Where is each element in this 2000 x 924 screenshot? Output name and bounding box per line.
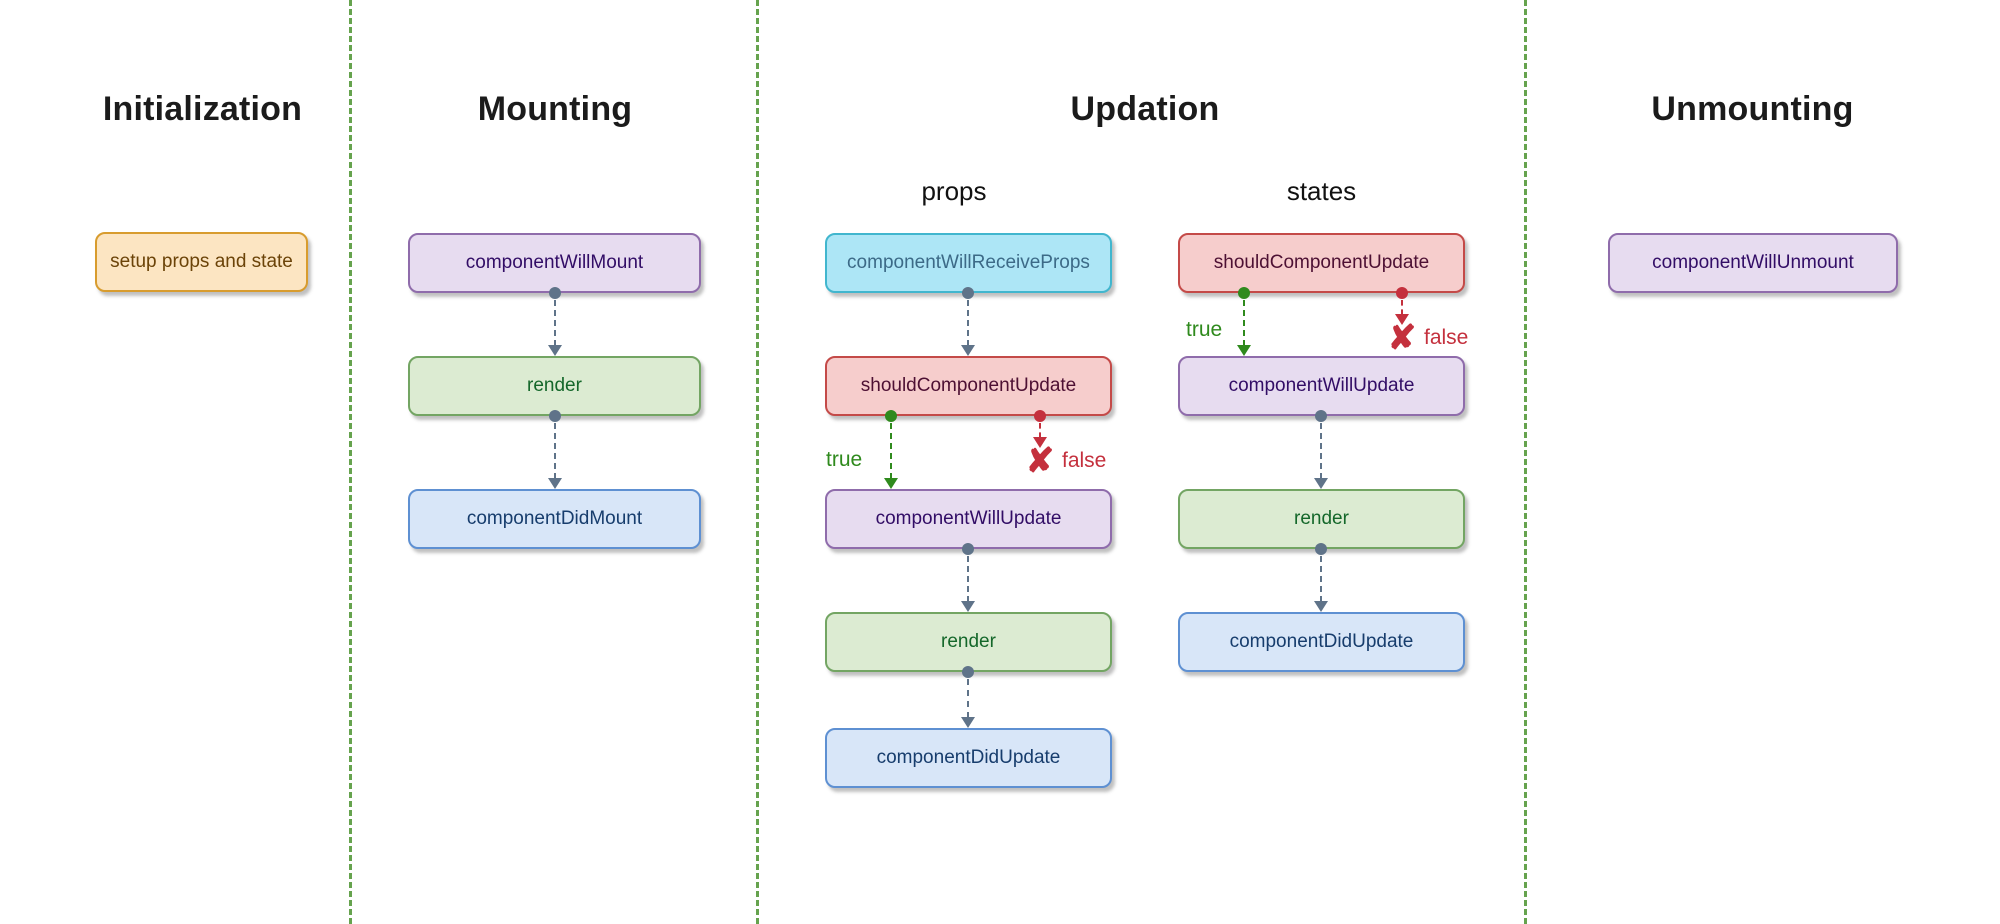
branch-label-false: false [1424, 326, 1469, 349]
arrow-head [1314, 478, 1328, 489]
arrow-dot [549, 287, 561, 299]
arrow-down-icon [960, 287, 976, 356]
arrow-head [884, 478, 898, 489]
node-component-did-mount: componentDidMount [408, 489, 701, 549]
node-label: componentDidUpdate [1229, 631, 1414, 652]
section-title-mounting: Mounting [477, 90, 633, 128]
arrow-dot [1396, 287, 1408, 299]
node-component-will-unmount: componentWillUnmount [1608, 233, 1898, 293]
subcolumn-heading-states: states [1286, 176, 1357, 206]
node-label: componentDidMount [466, 508, 643, 529]
section-divider [1524, 0, 1527, 924]
arrow-head [548, 478, 562, 489]
arrow-down-icon [1313, 543, 1329, 612]
arrow-line [554, 300, 556, 346]
false-x-icon: ✘ [1025, 442, 1055, 480]
branch-true-arrow-icon [1236, 287, 1252, 356]
arrow-line [1320, 556, 1322, 602]
false-x-icon: ✘ [1387, 319, 1417, 357]
branch-false-arrow-icon [1394, 287, 1410, 325]
branch-false-arrow-icon [1032, 410, 1048, 448]
arrow-down-icon [547, 410, 563, 489]
node-component-will-receive-props: componentWillReceiveProps [825, 233, 1112, 293]
arrow-line [967, 556, 969, 602]
arrow-dot [962, 543, 974, 555]
arrow-line [967, 300, 969, 346]
node-label: componentWillReceiveProps [847, 252, 1090, 273]
arrow-dot [885, 410, 897, 422]
node-component-did-update: componentDidUpdate [1178, 612, 1465, 672]
arrow-line [1039, 423, 1041, 438]
arrow-line [967, 679, 969, 718]
arrow-head [961, 601, 975, 612]
node-component-did-update: componentDidUpdate [825, 728, 1112, 788]
section-divider [756, 0, 759, 924]
arrow-line [890, 423, 892, 479]
arrow-dot [1315, 543, 1327, 555]
node-component-will-update: componentWillUpdate [1178, 356, 1465, 416]
arrow-head [548, 345, 562, 356]
arrow-down-icon [1313, 410, 1329, 489]
arrow-head [1395, 314, 1409, 325]
arrow-head [1033, 437, 1047, 448]
branch-label-true: true [1186, 318, 1223, 341]
arrow-head [1237, 345, 1251, 356]
arrow-dot [962, 287, 974, 299]
node-render: render [1178, 489, 1465, 549]
arrow-head [961, 345, 975, 356]
arrow-line [1401, 300, 1403, 315]
section-title-updation: Updation [1070, 90, 1220, 128]
node-label: componentWillUpdate [875, 508, 1062, 529]
node-label: shouldComponentUpdate [860, 375, 1077, 396]
node-render: render [408, 356, 701, 416]
arrow-line [1320, 423, 1322, 479]
branch-true-arrow-icon [883, 410, 899, 489]
arrow-dot [549, 410, 561, 422]
arrow-head [961, 717, 975, 728]
section-title-unmounting: Unmounting [1651, 90, 1854, 128]
section-title-initialization: Initialization [102, 90, 303, 128]
arrow-down-icon [960, 543, 976, 612]
arrow-dot [962, 666, 974, 678]
node-label: render [941, 631, 996, 652]
subcolumn-heading-props: props [921, 176, 987, 206]
arrow-dot [1315, 410, 1327, 422]
arrow-dot [1034, 410, 1046, 422]
node-label: shouldComponentUpdate [1213, 252, 1430, 273]
node-setup-props-and-state: setup props and state [95, 232, 308, 292]
node-label: componentDidUpdate [876, 747, 1061, 768]
node-label: componentWillMount [465, 252, 644, 273]
node-label: render [1294, 508, 1349, 529]
arrow-line [1243, 300, 1245, 346]
node-label: setup props and state [110, 251, 293, 272]
node-label: render [527, 375, 582, 396]
node-component-will-update: componentWillUpdate [825, 489, 1112, 549]
node-label: componentWillUpdate [1228, 375, 1415, 396]
section-divider [349, 0, 352, 924]
node-render: render [825, 612, 1112, 672]
arrow-head [1314, 601, 1328, 612]
arrow-line [554, 423, 556, 479]
node-should-component-update: shouldComponentUpdate [825, 356, 1112, 416]
node-label: componentWillUnmount [1652, 252, 1854, 273]
node-component-will-mount: componentWillMount [408, 233, 701, 293]
arrow-down-icon [960, 666, 976, 728]
branch-label-false: false [1062, 449, 1107, 472]
branch-label-true: true [826, 448, 863, 471]
arrow-down-icon [547, 287, 563, 356]
arrow-dot [1238, 287, 1250, 299]
node-should-component-update: shouldComponentUpdate [1178, 233, 1465, 293]
